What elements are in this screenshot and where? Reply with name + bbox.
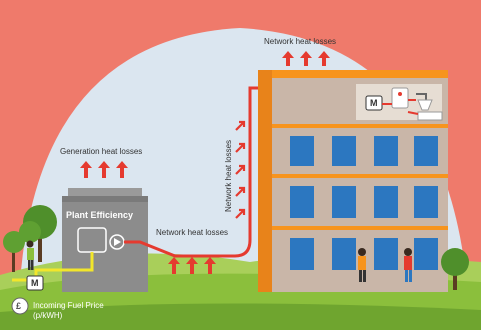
generation-loss-arrows: [80, 161, 128, 178]
network-heat-losses-vertical-label: Network heat losses: [224, 139, 233, 212]
fuel-pipe: [34, 252, 94, 280]
network-heat-losses-mid-label: Network heat losses: [156, 228, 229, 237]
network-loss-arrows-mid: [168, 257, 216, 274]
pound-coin-icon: [11, 297, 29, 315]
incoming-fuel-price-line2: (p/kWH): [33, 311, 63, 320]
radiator-icon: [417, 111, 443, 121]
tree-icon: [441, 248, 469, 290]
meter-symbol: M: [31, 278, 39, 288]
plant-efficiency-label: Plant Efficiency: [66, 210, 134, 220]
building-pipes: [382, 99, 419, 115]
tree-icon: [19, 205, 57, 262]
plant-building: [62, 188, 148, 292]
currency-symbol: £: [16, 301, 22, 311]
tap-icon: [416, 93, 433, 111]
person-icon: [404, 248, 412, 282]
network-heat-losses-top-label: Network heat losses: [264, 37, 337, 46]
boiler-icon: [391, 87, 409, 109]
incoming-fuel-price-line1: Incoming Fuel Price: [33, 301, 104, 310]
network-loss-arrows-vertical: [235, 120, 246, 219]
tree-icon: [3, 231, 25, 272]
network-pipe: [124, 86, 368, 258]
person-icon: [26, 240, 34, 270]
person-icon: [358, 248, 366, 282]
incoming-fuel-price-label: Incoming Fuel Price (p/kWH): [33, 301, 104, 321]
windows: [290, 136, 438, 270]
generation-heat-losses-label: Generation heat losses: [60, 147, 143, 156]
meter-icon: [26, 275, 44, 291]
meter-symbol-building: M: [370, 98, 378, 108]
network-loss-arrows-top: [282, 51, 330, 66]
grass-front: [0, 303, 481, 330]
